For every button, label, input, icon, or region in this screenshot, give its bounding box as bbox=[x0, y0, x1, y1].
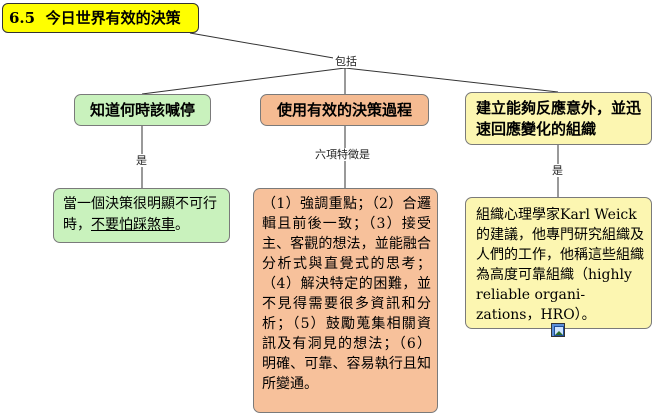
link-label-six-features: 六項特徵是 bbox=[313, 148, 372, 161]
title-text: 今日世界有效的決策 bbox=[45, 9, 181, 27]
node-process-features: （1）強調重點；（2）合邏輯且前後一致；（3）接受主、客觀的想法，並能融合分析式… bbox=[253, 188, 438, 413]
node-hro-detail: 組織心理學家Karl Weick的建議，他專門研究組織及人們的工作，他稱這些組織… bbox=[465, 197, 652, 329]
title-number: 6.5 bbox=[9, 9, 36, 27]
link-label-is-left: 是 bbox=[134, 154, 149, 167]
link-label-is-right: 是 bbox=[550, 164, 565, 177]
picture-icon[interactable] bbox=[551, 323, 565, 337]
stop-detail-end: 。 bbox=[175, 217, 189, 233]
node-know-when-to-stop: 知道何時該喊停 bbox=[74, 94, 211, 126]
node-stop-detail: 當一個決策很明顯不可行時，不要怕踩煞車。 bbox=[53, 188, 230, 243]
link-label-includes: 包括 bbox=[333, 55, 359, 68]
node-resilient-organization: 建立能夠反應意外，並迅速回應變化的組織 bbox=[465, 92, 652, 145]
title-node: 6.5 今日世界有效的決策 bbox=[2, 3, 199, 33]
node-effective-process: 使用有效的決策過程 bbox=[260, 94, 429, 126]
stop-detail-text: 當一個決策很明顯不可行時， bbox=[63, 196, 217, 233]
stop-detail-underlined: 不要怕踩煞車 bbox=[91, 217, 175, 233]
